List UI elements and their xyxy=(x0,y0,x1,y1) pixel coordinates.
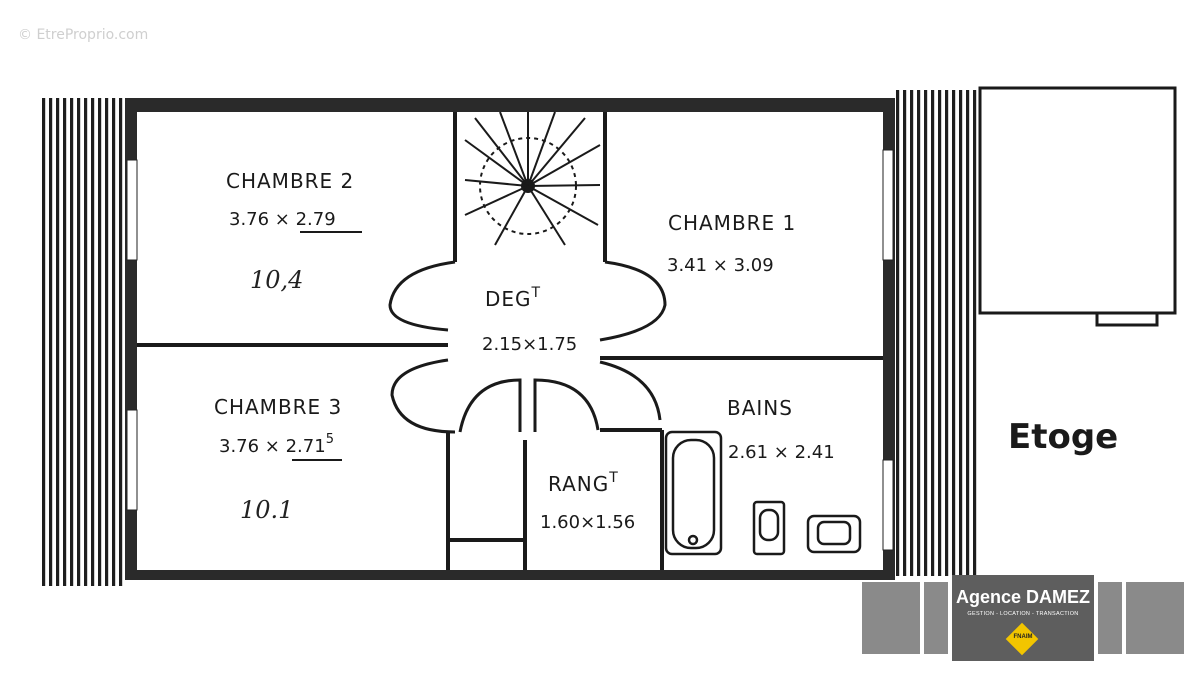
logo-bar-left-inner xyxy=(924,582,948,654)
room-rangement-dims: 1.60×1.56 xyxy=(540,512,635,533)
room-rangement-name: RANGT xyxy=(548,470,619,496)
room-chambre-2-dims: 3.76 × 2.79 xyxy=(229,209,336,230)
room-chambre-3-area: 10.1 xyxy=(240,496,293,524)
logo-bar-right xyxy=(1126,582,1184,654)
agency-tagline: GESTION - LOCATION - TRANSACTION xyxy=(967,611,1079,617)
room-bains-dims: 2.61 × 2.41 xyxy=(728,442,835,463)
room-degagement-dims: 2.15×1.75 xyxy=(482,334,577,355)
room-bains-name: BAINS xyxy=(727,396,793,420)
room-chambre-1-name: CHAMBRE 1 xyxy=(668,211,796,235)
windows xyxy=(126,149,894,551)
roof-slope-right xyxy=(895,90,980,576)
fnaim-badge-text: FNAIM xyxy=(1013,634,1033,640)
roof-slope-left xyxy=(40,98,125,586)
interior-walls xyxy=(137,112,883,570)
room-degagement-name: DEGT xyxy=(485,285,541,311)
annex-building xyxy=(978,86,1177,327)
agency-name: Agence DAMEZ xyxy=(955,587,1090,607)
logo-panel: Agence DAMEZ GESTION - LOCATION - TRANSA… xyxy=(952,575,1094,661)
agency-logo: Agence DAMEZ GESTION - LOCATION - TRANSA… xyxy=(862,575,1184,661)
spiral-staircase xyxy=(464,111,601,246)
room-chambre-1-dims: 3.41 × 3.09 xyxy=(667,255,774,276)
room-chambre-3-name: CHAMBRE 3 xyxy=(214,395,342,419)
bathroom-fixtures xyxy=(664,430,862,556)
room-chambre-2-area: 10,4 xyxy=(250,266,303,294)
room-chambre-3-dims: 3.76 × 2.715 xyxy=(219,432,334,457)
floor-label: Etoge xyxy=(1008,417,1118,457)
door-swings xyxy=(388,260,667,434)
watermark-text: © EtreProprio.com xyxy=(18,27,148,43)
room-chambre-2-name: CHAMBRE 2 xyxy=(226,169,354,193)
logo-bar-right-inner xyxy=(1098,582,1122,654)
logo-bar-left xyxy=(862,582,920,654)
